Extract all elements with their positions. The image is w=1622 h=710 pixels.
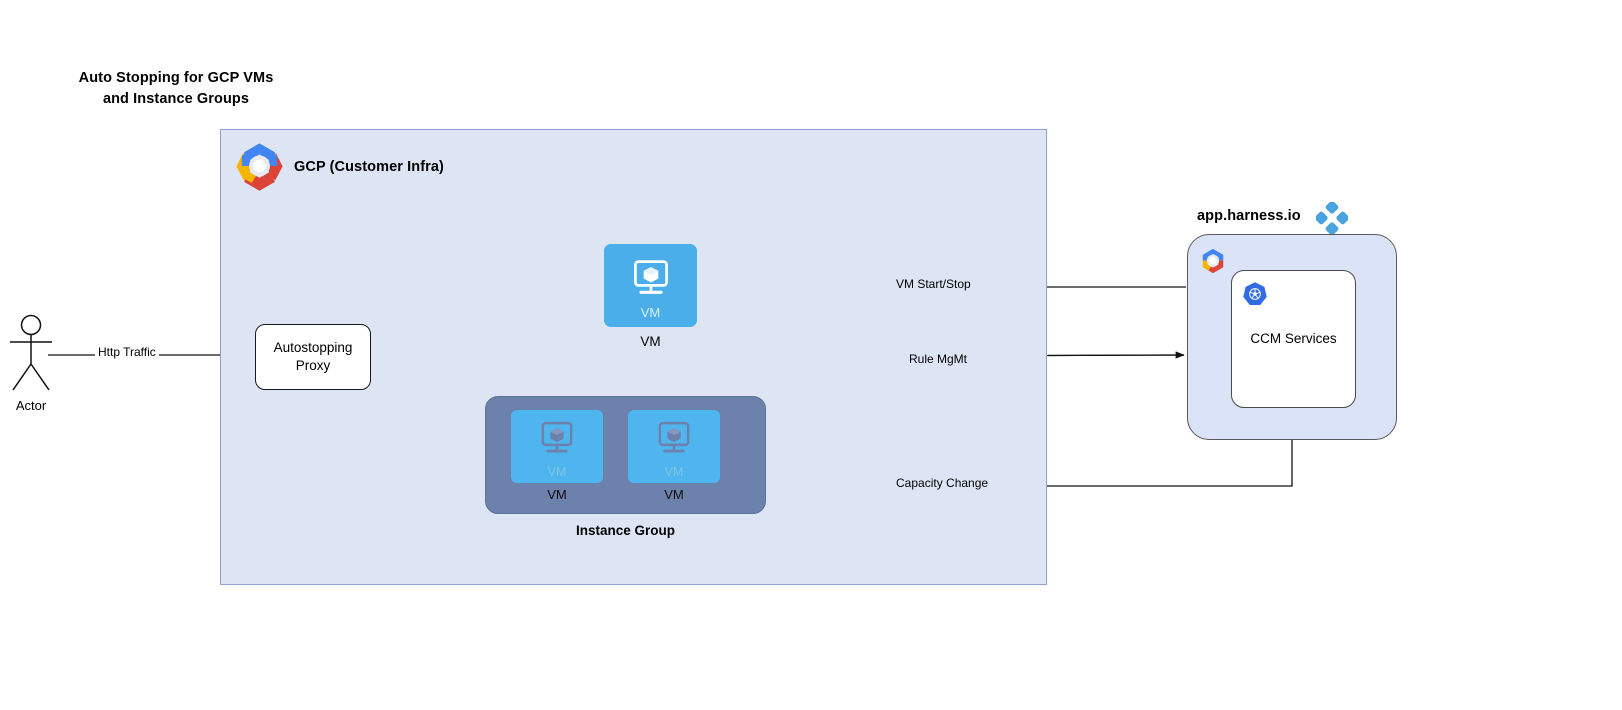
harness-label: app.harness.io xyxy=(1197,208,1301,224)
instance-group-node[interactable]: VM VM VM VM xyxy=(485,396,766,514)
page-title: Auto Stopping for GCP VMs and Instance G… xyxy=(46,68,306,110)
vm-monitor-cube-icon xyxy=(629,257,673,306)
connector-label-rule-mgmt: Rule MgMt xyxy=(906,352,971,366)
gcp-logo-icon xyxy=(1197,245,1229,277)
instance-group-vm-2-caption: VM xyxy=(664,487,684,502)
actor-label: Actor xyxy=(15,398,47,413)
connector-label-http-traffic: Http Traffic xyxy=(95,345,159,359)
vm-standalone-inner-label: VM xyxy=(640,305,661,320)
vm-monitor-cube-icon xyxy=(654,419,694,464)
autostopping-proxy-line2: Proxy xyxy=(295,358,331,373)
autostopping-proxy-node[interactable]: Autostopping Proxy xyxy=(255,324,371,390)
instance-group-label: Instance Group xyxy=(575,523,675,538)
vm-monitor-cube-icon xyxy=(537,419,577,464)
page-title-line1: Auto Stopping for GCP VMs xyxy=(78,70,274,86)
ccm-services-node[interactable]: CCM Services xyxy=(1231,270,1356,408)
instance-group-vm-1[interactable]: VM xyxy=(511,410,603,483)
ccm-services-label: CCM Services xyxy=(1250,331,1337,346)
connector-label-capacity-change: Capacity Change xyxy=(893,476,992,490)
gcp-zone-label: GCP (Customer Infra) xyxy=(294,159,444,175)
instance-group-vm-2[interactable]: VM xyxy=(628,410,720,483)
connector-label-vm-start-stop: VM Start/Stop xyxy=(893,277,974,291)
actor-stick-figure-icon xyxy=(6,314,56,392)
instance-group-vm-1-inner-label: VM xyxy=(547,465,567,479)
vm-standalone-node[interactable]: VM xyxy=(604,244,697,327)
instance-group-vm-2-inner-label: VM xyxy=(664,465,684,479)
page-title-line2: and Instance Groups xyxy=(102,91,250,108)
autostopping-proxy-line1: Autostopping xyxy=(273,339,353,355)
gcp-logo-icon xyxy=(232,139,287,194)
kubernetes-logo-icon xyxy=(1242,281,1268,307)
instance-group-vm-1-caption: VM xyxy=(547,487,567,502)
harness-diamond-logo-icon xyxy=(1314,200,1350,236)
vm-standalone-label: VM xyxy=(640,334,661,349)
